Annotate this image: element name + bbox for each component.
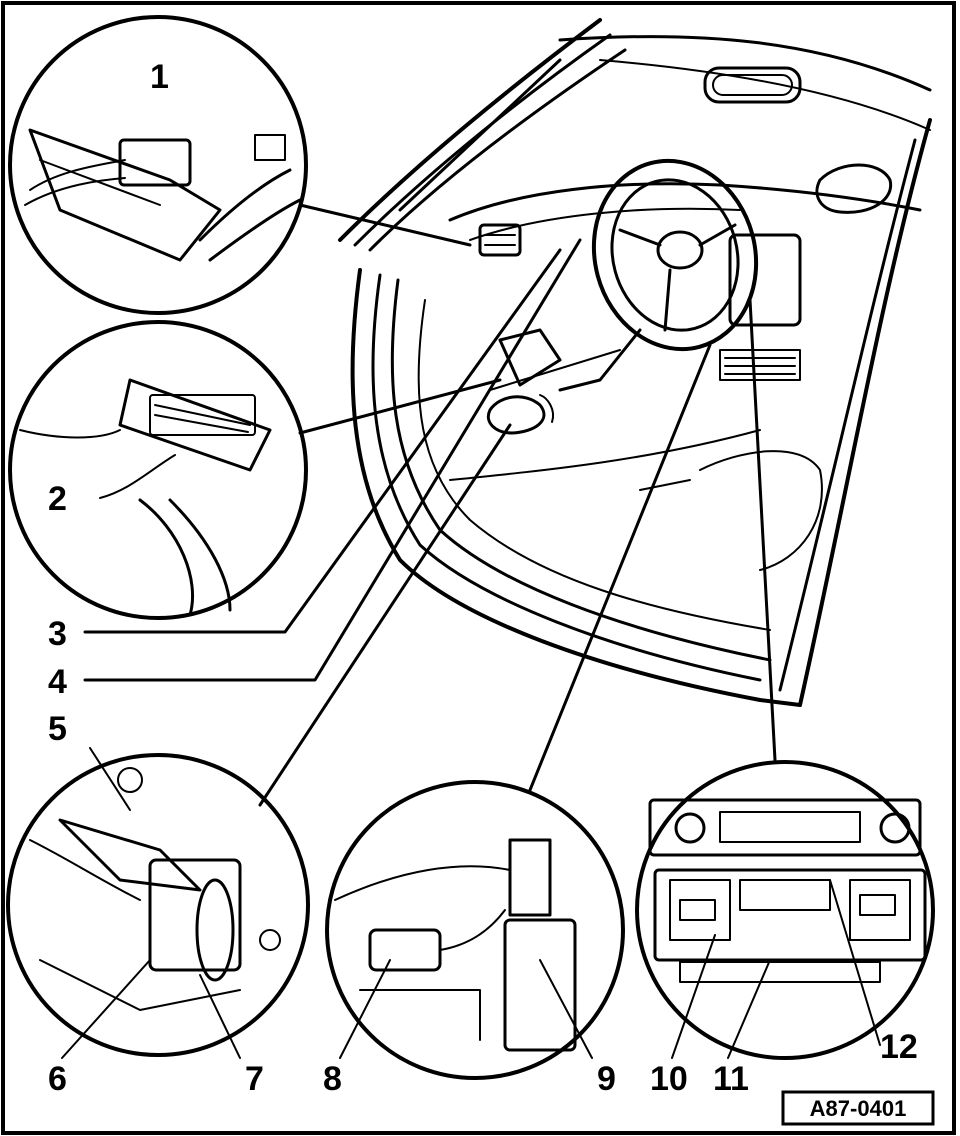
label-9: 9 xyxy=(597,1060,616,1098)
detail-circle-10-12 xyxy=(635,760,935,1060)
detail-circle-1 xyxy=(8,15,308,315)
label-7: 7 xyxy=(245,1060,264,1098)
callout-labels: 1 2 3 4 5 6 7 8 9 10 11 12 xyxy=(48,58,918,1098)
label-4: 4 xyxy=(48,663,67,701)
reference-code: A87-0401 xyxy=(810,1096,907,1121)
label-8: 8 xyxy=(323,1060,342,1098)
detail-circle-5-7 xyxy=(6,753,310,1057)
label-3: 3 xyxy=(48,615,67,653)
leader-lines xyxy=(61,203,881,1059)
reference-code-box: A87-0401 xyxy=(781,1090,935,1126)
car-interior-illustration xyxy=(338,18,932,707)
label-6: 6 xyxy=(48,1060,67,1098)
label-11: 11 xyxy=(713,1060,749,1098)
label-2: 2 xyxy=(48,480,67,518)
label-12: 12 xyxy=(880,1028,918,1066)
label-1: 1 xyxy=(150,58,169,96)
label-5: 5 xyxy=(48,710,67,748)
label-10: 10 xyxy=(650,1060,688,1098)
detail-circle-8-9 xyxy=(325,780,625,1080)
detail-circle-2 xyxy=(8,320,308,620)
